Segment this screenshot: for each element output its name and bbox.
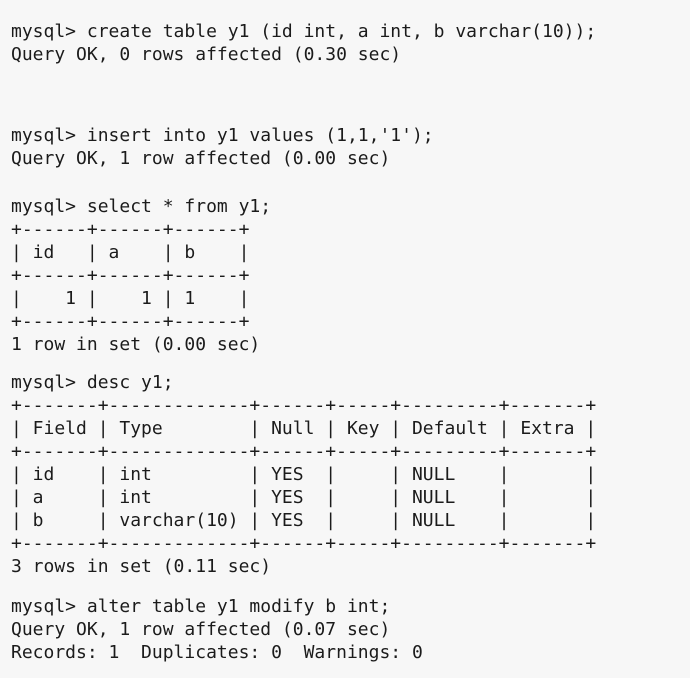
desc-table-border-bottom: +-------+-------------+------+-----+----…: [11, 533, 597, 554]
terminal-block-select-query: mysql> select * from y1; +------+------+…: [11, 195, 690, 356]
terminal-block-create-table: mysql> create table y1 (id int, a int, b…: [11, 20, 690, 66]
desc-table-border-mid: +-------+-------------+------+-----+----…: [11, 441, 597, 462]
select-table-border-mid: +------+------+------+: [11, 265, 250, 286]
query-ok-message: Query OK, 1 row affected (0.00 sec): [11, 148, 391, 169]
command-select: mysql> select * from y1;: [11, 196, 272, 217]
command-create-table: mysql> create table y1 (id int, a int, b…: [11, 21, 597, 42]
query-ok-message: Query OK, 0 rows affected (0.30 sec): [11, 44, 402, 65]
desc-table-border-top: +-------+-------------+------+-----+----…: [11, 395, 597, 416]
desc-rows-summary: 3 rows in set (0.11 sec): [11, 556, 272, 577]
desc-table-header-row: | Field | Type | Null | Key | Default | …: [11, 418, 597, 439]
select-table-border-bottom: +------+------+------+: [11, 311, 250, 332]
select-table-border-top: +------+------+------+: [11, 219, 250, 240]
select-table-data-row: | 1 | 1 | 1 |: [11, 288, 250, 309]
select-rows-summary: 1 row in set (0.00 sec): [11, 334, 261, 355]
command-alter-table: mysql> alter table y1 modify b int;: [11, 596, 391, 617]
select-table-header-row: | id | a | b |: [11, 242, 250, 263]
records-summary: Records: 1 Duplicates: 0 Warnings: 0: [11, 642, 423, 663]
desc-table-row-a: | a | int | YES | | NULL | |: [11, 487, 597, 508]
command-insert-row: mysql> insert into y1 values (1,1,'1');: [11, 125, 434, 146]
terminal-block-describe-table: mysql> desc y1; +-------+-------------+-…: [11, 371, 690, 578]
command-desc: mysql> desc y1;: [11, 372, 174, 393]
desc-table-row-id: | id | int | YES | | NULL | |: [11, 464, 597, 485]
desc-table-row-b: | b | varchar(10) | YES | | NULL | |: [11, 510, 597, 531]
terminal-block-insert-row: mysql> insert into y1 values (1,1,'1'); …: [11, 124, 690, 170]
query-ok-message: Query OK, 1 row affected (0.07 sec): [11, 619, 391, 640]
terminal-block-alter-table: mysql> alter table y1 modify b int; Quer…: [11, 595, 690, 664]
